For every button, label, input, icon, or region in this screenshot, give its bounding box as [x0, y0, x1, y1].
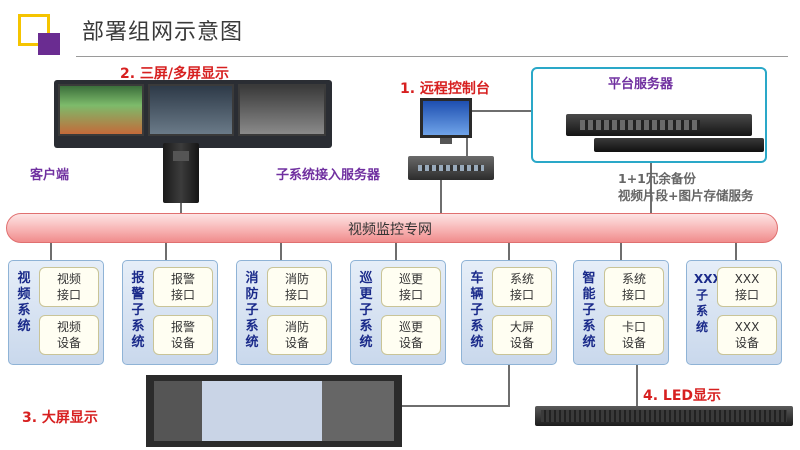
server-unit-1-bays: [580, 120, 700, 130]
big-screen-connector-v: [508, 365, 510, 407]
subsystem-smart: 智能子系统 系统 接口 卡口 设备: [573, 260, 669, 365]
big-screen-photo: [146, 375, 402, 447]
console-stand: [440, 138, 452, 144]
sub-connector-1: [50, 240, 52, 260]
page-title: 部署组网示意图: [82, 20, 244, 45]
subsystem-interface: 系统 接口: [492, 267, 552, 307]
big-screen-connector-h: [402, 405, 510, 407]
sub-connector-2: [165, 240, 167, 260]
remote-console-label: 1. 远程控制台: [400, 81, 490, 97]
access-server-device: [408, 156, 494, 180]
multi-screen-label: 2. 三屏/多屏显示: [120, 66, 230, 82]
subsystem-device: 大屏 设备: [492, 315, 552, 355]
tower-drive-bay: [173, 151, 189, 161]
client-connector: [180, 200, 182, 214]
subsystem-interface: 消防 接口: [267, 267, 327, 307]
subsystem-device: 视频 设备: [39, 315, 99, 355]
console-monitor: [420, 98, 472, 138]
multi-screen-photo: [54, 80, 332, 148]
subsystem-interface: 系统 接口: [604, 267, 664, 307]
title-divider: [76, 56, 788, 57]
access-server-label: 子系统接入服务器: [276, 168, 381, 183]
subsystem-alarm: 报警子系统 报警 接口 报警 设备: [122, 260, 218, 365]
subsystem-interface: XXX 接口: [717, 267, 777, 307]
video-network-label: 视频监控专网: [348, 222, 432, 238]
subsystem-name: 智能子系统: [582, 271, 596, 350]
sub-connector-7: [735, 240, 737, 260]
server-connector: [650, 160, 652, 214]
subsystem-patrol: 巡更子系统 巡更 接口 巡更 设备: [350, 260, 446, 365]
subsystem-xxx: XXX子系统 XXX 接口 XXX 设备: [686, 260, 782, 365]
subsystem-vehicle: 车辆子系统 系统 接口 大屏 设备: [461, 260, 557, 365]
subsystem-video: 视频系统 视频 接口 视频 设备: [8, 260, 104, 365]
access-server-ports: [418, 165, 484, 171]
server-unit-2: [594, 138, 764, 152]
client-label: 客户端: [30, 168, 70, 183]
led-display-label: 4. LED显示: [643, 388, 722, 404]
backup-label-1: 1+1冗余备份: [618, 171, 696, 186]
monitor-middle: [148, 84, 234, 136]
subsystem-fire: 消防子系统 消防 接口 消防 设备: [236, 260, 332, 365]
big-screen-label: 3. 大屏显示: [22, 410, 98, 426]
big-screen-wall: [154, 381, 394, 441]
subsystem-interface: 巡更 接口: [381, 267, 441, 307]
subsystem-name: 视频系统: [17, 271, 31, 334]
subsystem-interface: 报警 接口: [153, 267, 213, 307]
led-connector: [636, 345, 638, 407]
server-unit-1: [566, 114, 752, 136]
monitor-right: [238, 84, 326, 136]
console-to-server-connector: [466, 110, 561, 112]
sub-connector-5: [508, 240, 510, 260]
platform-server-label: 平台服务器: [608, 77, 674, 92]
backup-label-2: 视频片段+图片存储服务: [618, 188, 754, 203]
sub-connector-4: [395, 240, 397, 260]
subsystem-name: 车辆子系统: [470, 271, 484, 350]
subsystem-device: 报警 设备: [153, 315, 213, 355]
subsystem-name: 巡更子系统: [359, 271, 373, 350]
subsystem-device: XXX 设备: [717, 315, 777, 355]
subsystem-device: 巡更 设备: [381, 315, 441, 355]
subsystem-name: 报警子系统: [131, 271, 145, 350]
monitor-left: [58, 84, 144, 136]
client-tower: [163, 143, 199, 203]
access-server-connector: [440, 180, 442, 214]
subsystem-name: 消防子系统: [245, 271, 259, 350]
subsystem-name: XXX子系统: [694, 272, 722, 334]
subsystem-device: 卡口 设备: [604, 315, 664, 355]
video-network-bus: [6, 213, 778, 243]
sub-connector-3: [280, 240, 282, 260]
logo-yellow-square: [18, 14, 50, 46]
sub-connector-6: [620, 240, 622, 260]
logo-purple-square: [38, 33, 60, 55]
subsystem-device: 消防 设备: [267, 315, 327, 355]
led-display-grid: [541, 410, 787, 422]
led-display-panel: [535, 406, 793, 426]
subsystem-interface: 视频 接口: [39, 267, 99, 307]
